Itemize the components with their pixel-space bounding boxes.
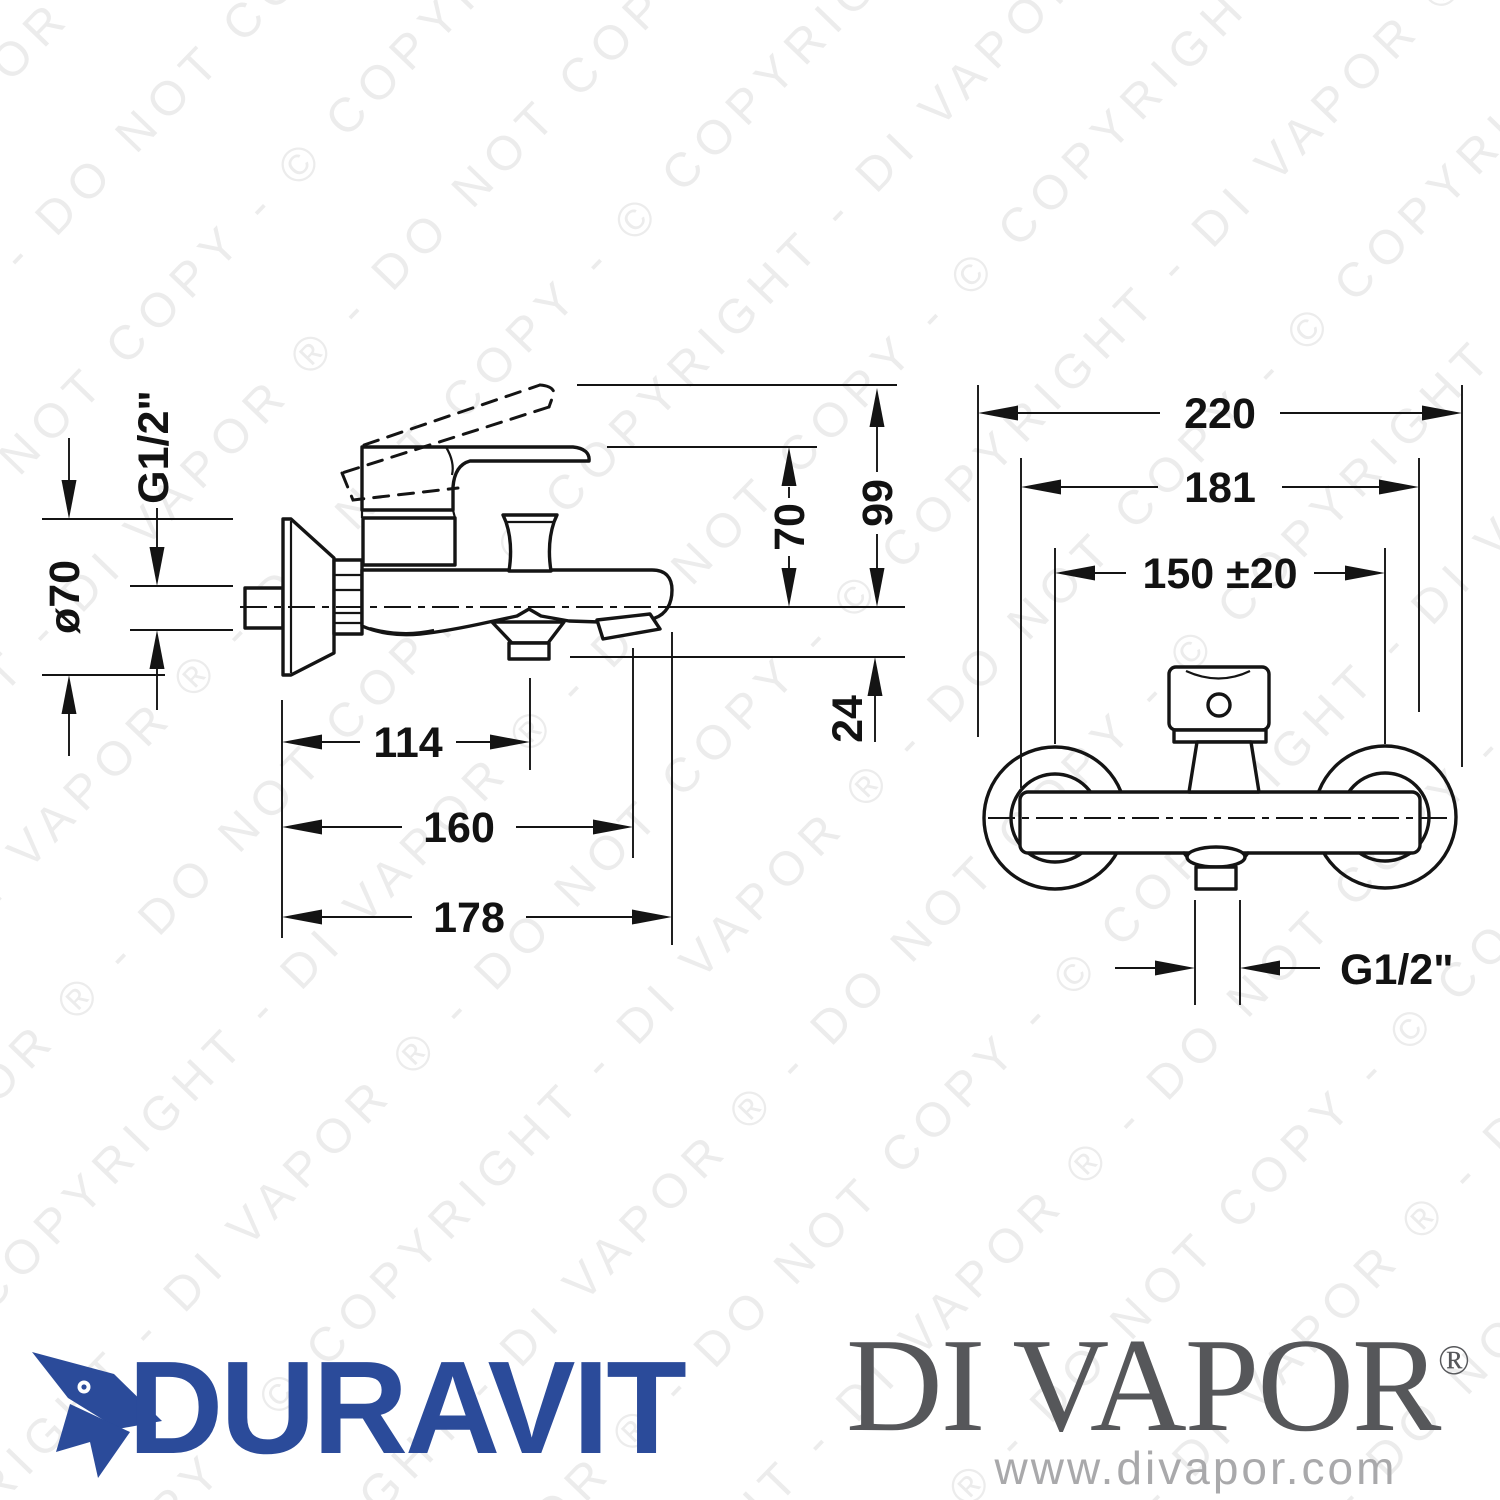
shower-outlet-cup (490, 620, 566, 645)
dim-220-label: 220 (1184, 390, 1256, 438)
handle-front (1167, 665, 1271, 732)
duravit-logo: DURAVIT (32, 1334, 689, 1481)
shower-outlet-connector (507, 641, 551, 661)
website-url: www.divapor.com (994, 1442, 1398, 1494)
dim-flange-diameter-label: ø70 (41, 560, 89, 634)
diverter-knob (501, 513, 559, 573)
handle-dot-detail (1206, 692, 1232, 718)
side-view-drawing (240, 383, 905, 677)
dim-160-label: 160 (423, 804, 495, 852)
duravit-logo-text: DURAVIT (128, 1334, 686, 1481)
mixer-lever-handle (360, 445, 591, 512)
divapor-logo-text: DI VAPOR (846, 1311, 1442, 1459)
duravit-bird-icon (32, 1352, 162, 1478)
cartridge-housing (361, 516, 457, 567)
dim-70-label: 70 (766, 503, 814, 551)
wall-flange-cone (281, 517, 336, 677)
wall-supply-stem (243, 586, 285, 630)
spout-front-outlet (1185, 845, 1247, 869)
registered-trademark: ® (1438, 1338, 1470, 1384)
dim-114-label: 114 (373, 719, 442, 767)
dim-thread-label-side: G1/2" (130, 390, 178, 504)
cartridge-front (1187, 740, 1261, 794)
dim-24-label: 24 (824, 695, 872, 743)
dim-150-label: 150 ±20 (1142, 550, 1297, 598)
mixer-body-bar (1018, 790, 1422, 855)
dim-thread-label-front: G1/2" (1340, 946, 1454, 994)
dim-181-label: 181 (1184, 464, 1256, 512)
front-view-dimensions: 220 181 150 ±20 G1/2" (977, 385, 1463, 1005)
dim-178-label: 178 (433, 894, 505, 942)
dim-99-label: 99 (854, 479, 902, 527)
side-view-dimensions: ø70 G1/2" 70 99 (41, 384, 905, 945)
spout-outlet-lip (595, 612, 662, 641)
mixer-body-spout (360, 568, 674, 637)
raised-lever-dashed-outline (340, 383, 556, 502)
divapor-logo: DI VAPOR ® www.divapor.com (846, 1311, 1470, 1494)
front-view-drawing (982, 665, 1458, 891)
connection-nut (332, 558, 364, 636)
